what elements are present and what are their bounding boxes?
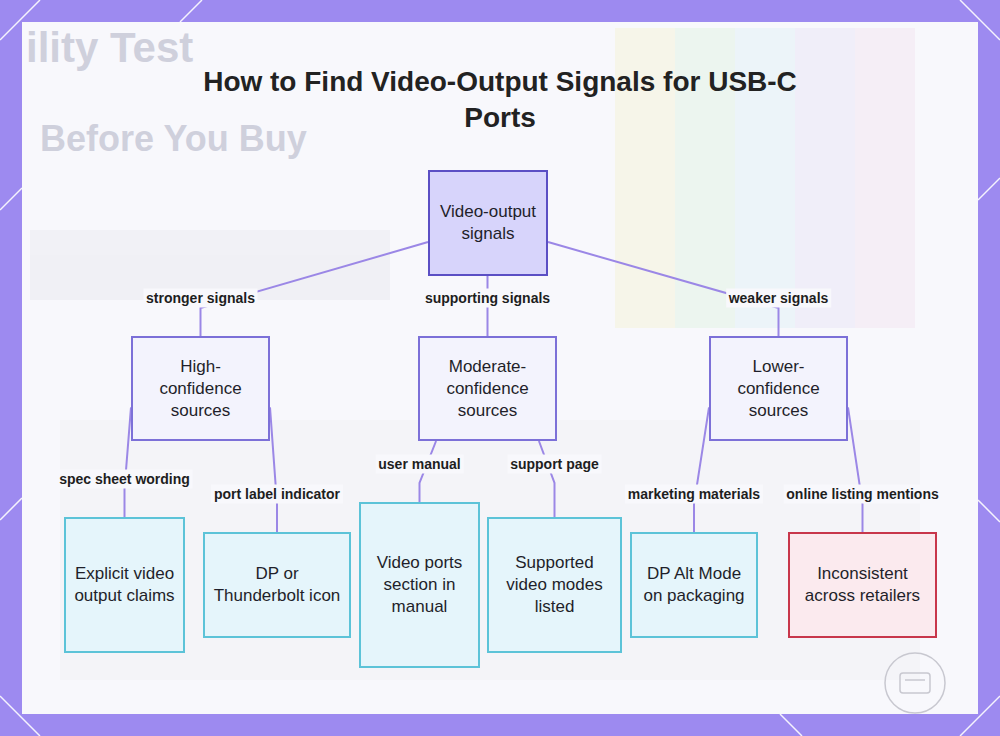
node-text: Explicit video output claims — [74, 563, 175, 607]
edge-label: weaker signals — [726, 289, 832, 308]
source-box: Explicit video output claims — [64, 517, 185, 653]
background-photo — [30, 28, 920, 680]
edge-label: port label indicator — [211, 485, 343, 504]
source-box: DP or Thunderbolt icon — [203, 532, 351, 638]
node-text: Moderate-confidence sources — [428, 356, 547, 422]
node-text: High-confidence sources — [141, 356, 260, 422]
node-text: DP or Thunderbolt icon — [213, 563, 341, 607]
edge-label: marketing materials — [625, 485, 763, 504]
corner-icon — [885, 653, 945, 713]
node-text: Inconsistent across retailers — [798, 563, 927, 607]
connector — [694, 407, 709, 532]
node-text: Video-output signals — [438, 201, 538, 245]
source-box: Inconsistent across retailers — [788, 532, 937, 638]
watermark-text: ility Test — [26, 24, 193, 72]
edge-label: stronger signals — [143, 289, 258, 308]
edge-label: online listing mentions — [783, 485, 941, 504]
node-text: Video ports section in manual — [369, 552, 470, 618]
source-box: Supported video modes listed — [487, 517, 622, 653]
edge-label: support page — [507, 455, 602, 474]
edge-label: spec sheet wording — [56, 470, 193, 489]
node-text: DP Alt Mode on packaging — [640, 563, 748, 607]
source-box: DP Alt Mode on packaging — [630, 532, 758, 638]
source-box: Video ports section in manual — [359, 502, 480, 668]
connector — [848, 407, 863, 532]
root-box: Video-output signals — [428, 170, 548, 276]
edge-label: supporting signals — [422, 289, 553, 308]
category-box: Moderate-confidence sources — [418, 336, 557, 441]
category-box: High-confidence sources — [131, 336, 270, 441]
edge-label: user manual — [375, 455, 463, 474]
node-text: Supported video modes listed — [497, 552, 612, 618]
category-box: Lower-confidence sources — [709, 336, 848, 441]
watermark-text: Before You Buy — [40, 118, 307, 160]
connector — [270, 407, 277, 532]
connector — [539, 441, 555, 517]
node-text: Lower-confidence sources — [719, 356, 838, 422]
panel — [22, 22, 978, 714]
